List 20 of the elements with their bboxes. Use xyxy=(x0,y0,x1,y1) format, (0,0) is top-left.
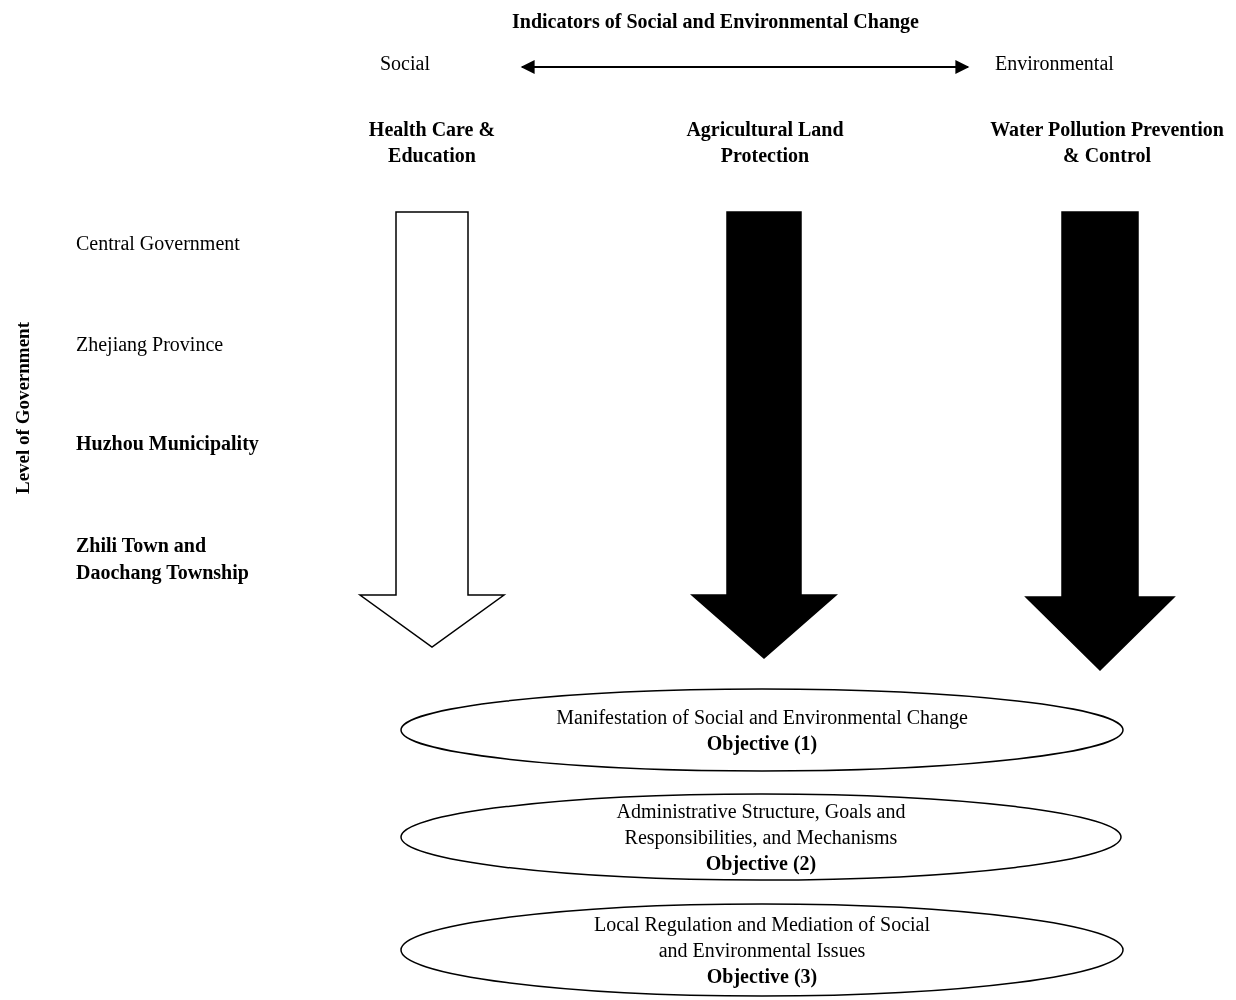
axis-title: Level of Government xyxy=(11,322,35,494)
government-level: Zhili Town and Daochang Township xyxy=(76,533,250,586)
objective-ellipse xyxy=(400,903,1124,997)
government-level: Zhejiang Province xyxy=(76,332,224,358)
government-level: Huzhou Municipality xyxy=(76,431,259,457)
scale-label: Environmental xyxy=(995,51,1114,76)
objective-number: Objective (2) xyxy=(705,851,817,876)
column-heading: Water Pollution Prevention & Control xyxy=(989,117,1225,168)
objective-description: Local Regulation and Mediation of Social and Environmental Issues xyxy=(593,912,931,963)
scale-label: Social xyxy=(380,51,430,76)
government-level: Central Government xyxy=(76,231,240,256)
column-heading: Agricultural Land Protection xyxy=(685,117,845,168)
objective-ellipse xyxy=(400,793,1122,881)
objective-ellipse xyxy=(400,688,1124,772)
title: Indicators of Social and Environmental Change xyxy=(512,9,919,35)
column-heading: Health Care & Education xyxy=(367,117,497,168)
objective-number: Objective (3) xyxy=(706,964,818,989)
objective-number: Objective (1) xyxy=(706,731,818,756)
objective-description: Manifestation of Social and Environmental Change xyxy=(556,705,968,730)
objective-description: Administrative Structure, Goals and Responsibilities, and Mechanisms xyxy=(615,799,907,850)
